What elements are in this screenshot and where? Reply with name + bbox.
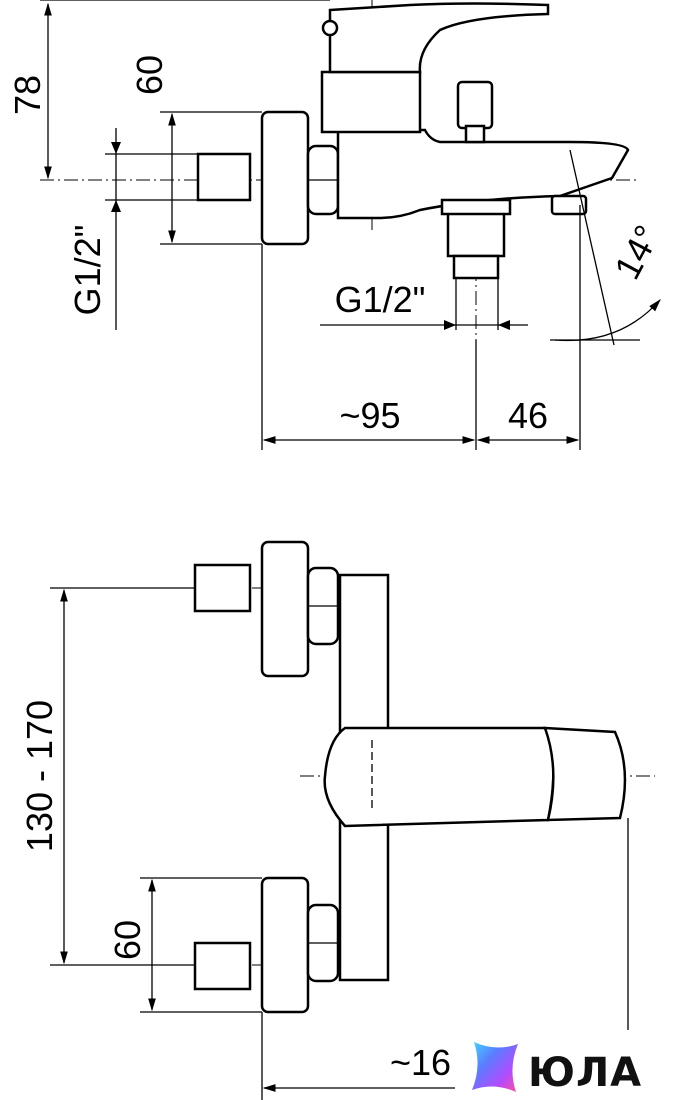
dim-60-label: 60 — [129, 55, 170, 95]
dim-angle-label: 14° — [606, 218, 668, 285]
front-top-inlet-pipe — [193, 563, 252, 613]
side-lever-handle — [328, 2, 550, 74]
side-view: 78 60 G1/2" G1/2" ~95 46 14° — [7, 0, 668, 450]
side-spout-aerator — [550, 194, 588, 216]
dim-angle-arc — [554, 299, 661, 342]
side-outlet-connector — [446, 210, 506, 258]
yula-logo-icon — [472, 1042, 518, 1092]
front-spout — [543, 726, 627, 822]
front-view: 130 - 170 60 ~16 — [19, 540, 655, 1100]
dim-width-total-label: ~16 — [390, 1042, 451, 1083]
dim-center-range-label: 130 - 170 — [19, 700, 60, 852]
dim-95-label: ~95 — [339, 395, 400, 436]
yula-logo-text: ЮЛА — [528, 1050, 642, 1096]
yula-logo: ЮЛА — [455, 1030, 684, 1100]
side-wall-flange — [260, 110, 310, 246]
front-mixer-head — [323, 726, 555, 828]
dim-front-60-label: 60 — [107, 920, 148, 960]
front-top-wall-flange — [260, 540, 310, 678]
dim-78-label: 78 — [7, 75, 48, 115]
dim-46-label: 46 — [508, 395, 548, 436]
side-diverter-knob — [456, 80, 494, 130]
front-bottom-inlet-pipe — [193, 941, 252, 991]
dim-thread-inlet-label: G1/2" — [67, 225, 108, 316]
dim-thread-outlet-label: G1/2" — [335, 279, 426, 320]
front-bottom-wall-flange — [260, 876, 310, 1014]
side-cartridge-riser — [320, 70, 422, 134]
side-inlet-pipe — [196, 152, 252, 202]
